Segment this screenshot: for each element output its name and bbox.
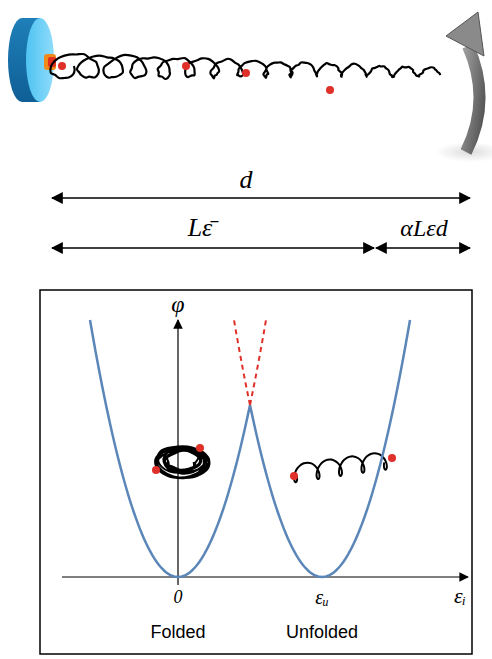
stretched-chain [50,54,440,79]
marker-bead [388,454,396,462]
tick-label: 0 [174,588,183,606]
marker-bead [182,62,190,70]
dashed-extension [234,320,250,405]
dimension-label: αLεd [400,216,447,240]
cantilever-arrow [446,12,484,152]
dimension-arrows [52,198,470,248]
plot-frame [40,290,472,654]
unfolded-chain [294,453,387,482]
tick-label: εᵤ [315,587,329,607]
axis-label: εᵢ [454,585,466,607]
marker-bead [152,466,160,474]
marker-bead [290,472,298,480]
axes [62,320,468,585]
axis-label: φ [171,292,184,316]
double-well-curve [90,320,410,577]
marker-bead [58,62,66,70]
dimension-label: d [240,167,253,193]
state-label: Unfolded [286,623,358,641]
dimension-label: Lε̄ [188,215,213,241]
dashed-extension [250,320,266,405]
marker-bead [196,444,204,452]
marker-bead [326,86,334,94]
energy-curves [90,320,410,577]
state-label: Folded [150,623,205,641]
marker-bead [242,69,250,77]
surface-disk [8,18,56,102]
